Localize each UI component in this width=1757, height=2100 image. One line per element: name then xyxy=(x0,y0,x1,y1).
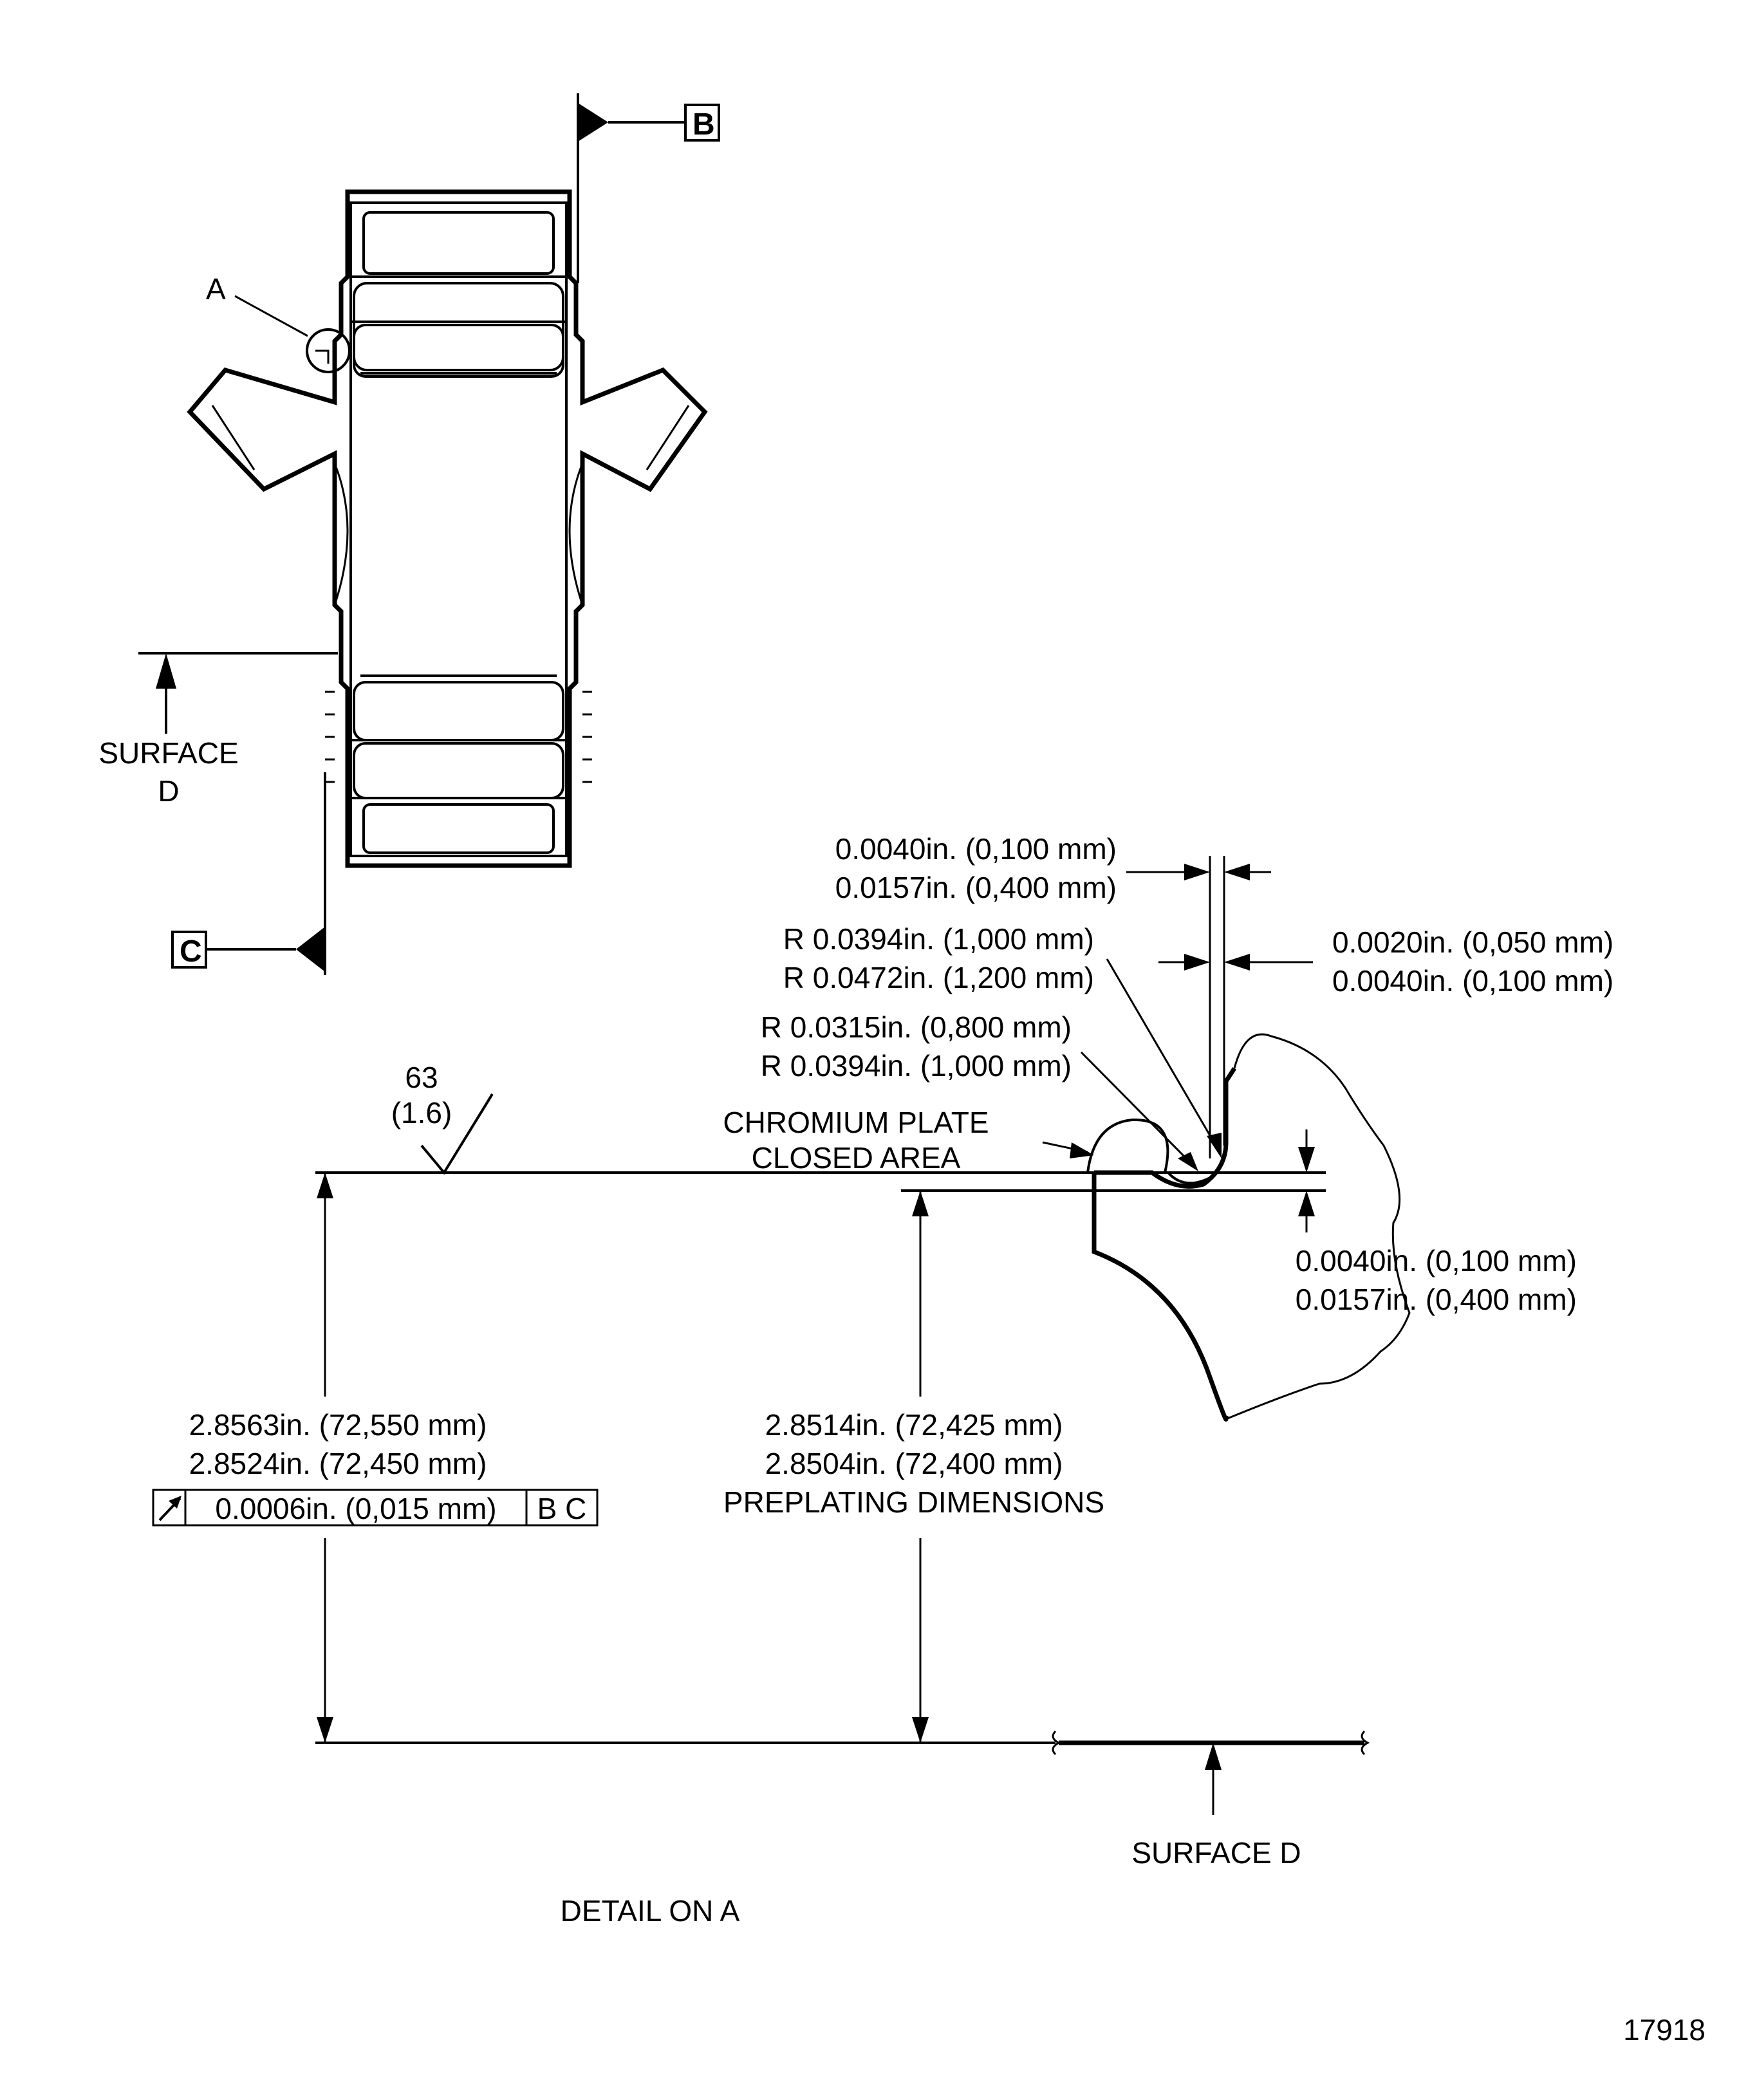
radius-outer-min: R 0.0394in. (1,000 mm) xyxy=(783,922,1094,956)
datum-b-label: B xyxy=(693,107,715,142)
plate-note-line2: CLOSED AREA xyxy=(752,1141,961,1175)
radius-outer-max: R 0.0472in. (1,200 mm) xyxy=(783,961,1094,994)
groove-width-min: 0.0157in. (0,400 mm) xyxy=(835,871,1117,904)
figure-number: 17918 xyxy=(1623,2013,1706,2047)
surface-d-top-line1: SURFACE xyxy=(98,736,238,770)
preplate-max: 2.8514in. (72,425 mm) xyxy=(765,1408,1063,1442)
detail-a-profile xyxy=(315,856,1411,1744)
groove-width-dim xyxy=(1126,864,1271,880)
tolerance-datums: B C xyxy=(537,1492,587,1525)
outer-radius-leader xyxy=(1106,958,1221,1153)
surface-finish-symbol xyxy=(420,1093,494,1175)
preplate-min: 2.8504in. (72,400 mm) xyxy=(765,1447,1063,1480)
detail-title: DETAIL ON A xyxy=(561,1894,740,1928)
surface-d-bottom-marker xyxy=(1052,1730,1370,1815)
datum-c-feature xyxy=(171,772,326,975)
plate-note-arrow xyxy=(1070,1142,1094,1158)
step-height-dim xyxy=(1298,1129,1315,1232)
overall-min: 2.8524in. (72,450 mm) xyxy=(189,1447,487,1480)
surface-d-top-marker xyxy=(138,652,338,734)
part-section-view xyxy=(187,189,708,868)
groove-width-max: 0.0040in. (0,100 mm) xyxy=(835,832,1117,866)
preplate-dim-line xyxy=(912,1191,929,1743)
tolerance-value: 0.0006in. (0,015 mm) xyxy=(215,1492,496,1525)
overall-max: 2.8563in. (72,550 mm) xyxy=(189,1408,487,1442)
wall-max: 0.0040in. (0,100 mm) xyxy=(1332,964,1613,998)
outer-radius-arrow xyxy=(1207,1133,1222,1158)
preplate-note: PREPLATING DIMENSIONS xyxy=(723,1485,1104,1519)
detail-a-label: A xyxy=(206,272,226,306)
radius-inner-min: R 0.0315in. (0,800 mm) xyxy=(761,1010,1072,1044)
plate-note-line1: CHROMIUM PLATE xyxy=(723,1106,989,1139)
surface-d-top-line2: D xyxy=(158,774,179,808)
overall-dim-line xyxy=(317,1173,333,1743)
detail-a-leader xyxy=(234,295,308,337)
detail-a-circle xyxy=(306,328,351,373)
surface-d-bottom-label: SURFACE D xyxy=(1131,1836,1301,1870)
datum-b-feature xyxy=(577,93,720,283)
wall-min: 0.0020in. (0,050 mm) xyxy=(1332,925,1613,959)
step-height-min: 0.0040in. (0,100 mm) xyxy=(1296,1244,1577,1278)
wall-thickness-dim xyxy=(1158,954,1313,971)
radius-inner-max: R 0.0394in. (1,000 mm) xyxy=(761,1049,1072,1083)
datum-c-label: C xyxy=(180,934,202,969)
finish-value-metric: (1.6) xyxy=(391,1096,452,1129)
inner-radius-leader xyxy=(1080,1051,1195,1167)
finish-value: 63 xyxy=(405,1061,438,1094)
inner-radius-arrow xyxy=(1178,1152,1198,1171)
feature-control-frame xyxy=(152,1489,599,1527)
step-height-max: 0.0157in. (0,400 mm) xyxy=(1296,1283,1577,1316)
